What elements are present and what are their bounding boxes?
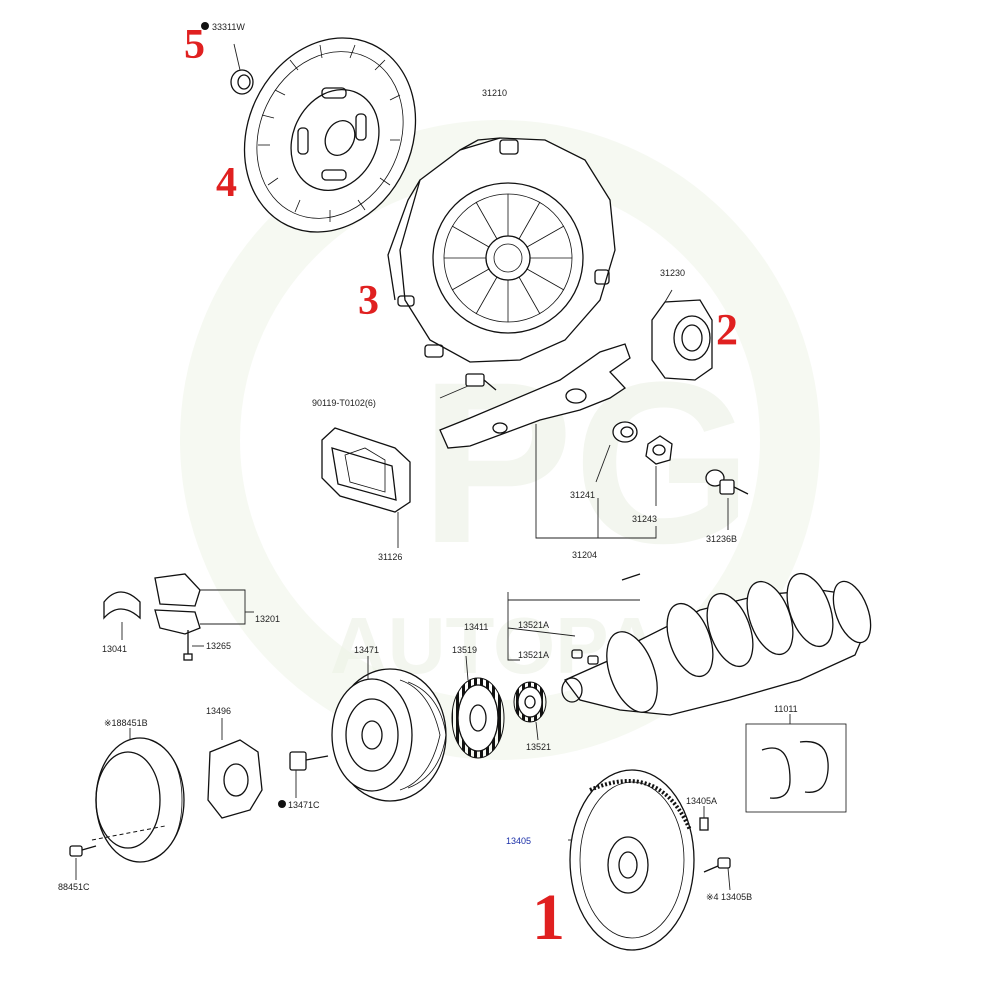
label-13521A-2: 13521A: [518, 650, 550, 660]
callout-3: 3: [358, 278, 379, 324]
connecting-rod: [154, 573, 254, 661]
label-31243: 31243: [632, 514, 658, 524]
callout-2: 2: [716, 305, 738, 354]
label-13471C: 13471C: [288, 800, 320, 810]
label-31236B: 31236B: [706, 534, 738, 544]
clutch-disc: [243, 37, 417, 233]
timing-gear: [451, 655, 505, 759]
pressure-plate: [387, 137, 616, 363]
pulley-bolt: [278, 751, 329, 808]
label-11011: 11011: [774, 704, 798, 714]
label-31204: 31204: [572, 550, 598, 560]
pulley-hub: [207, 718, 263, 819]
accessory-pulley: [69, 728, 185, 880]
crank-sprocket: [513, 681, 547, 741]
plate-bolt: [439, 373, 497, 399]
label-13265: 13265: [206, 641, 232, 651]
rod-bearing: [103, 591, 141, 640]
release-bearing: [651, 289, 713, 381]
label-31210: 31210: [482, 88, 508, 98]
fork-boot: [321, 427, 411, 548]
callout-4: 4: [216, 160, 237, 206]
pilot-bearing: [201, 22, 254, 95]
callout-1: 1: [532, 881, 565, 954]
label-13519: 13519: [452, 645, 478, 655]
label-13496: 13496: [206, 706, 232, 716]
fork-pivot-parts: [535, 421, 673, 539]
label-188451B: ※188451B: [104, 718, 148, 728]
callout-5: 5: [184, 22, 205, 68]
label-13041: 13041: [102, 644, 128, 654]
label-31241: 31241: [570, 490, 596, 500]
label-33311W: 33311W: [212, 22, 245, 32]
label-13405B: ※4 13405B: [706, 892, 753, 902]
label-31230: 31230: [660, 268, 686, 278]
crankshaft: [507, 572, 872, 716]
label-13411: 13411: [464, 622, 489, 632]
label-88451C: 88451C: [58, 882, 90, 892]
label-13471: 13471: [354, 645, 380, 655]
label-13521: 13521: [526, 742, 552, 752]
flywheel: [568, 769, 731, 951]
release-fork: [439, 343, 631, 449]
label-13405A: 13405A: [686, 796, 718, 806]
label-13521A-1: 13521A: [518, 620, 550, 630]
crank-pulley: [331, 656, 447, 802]
label-13405: 13405: [506, 836, 532, 846]
label-31126: 31126: [378, 552, 403, 562]
label-90119: 90119-T0102(6): [312, 398, 376, 408]
ball-stud: [705, 469, 749, 530]
thrust-washers: [745, 714, 847, 813]
label-13201: 13201: [255, 614, 281, 624]
